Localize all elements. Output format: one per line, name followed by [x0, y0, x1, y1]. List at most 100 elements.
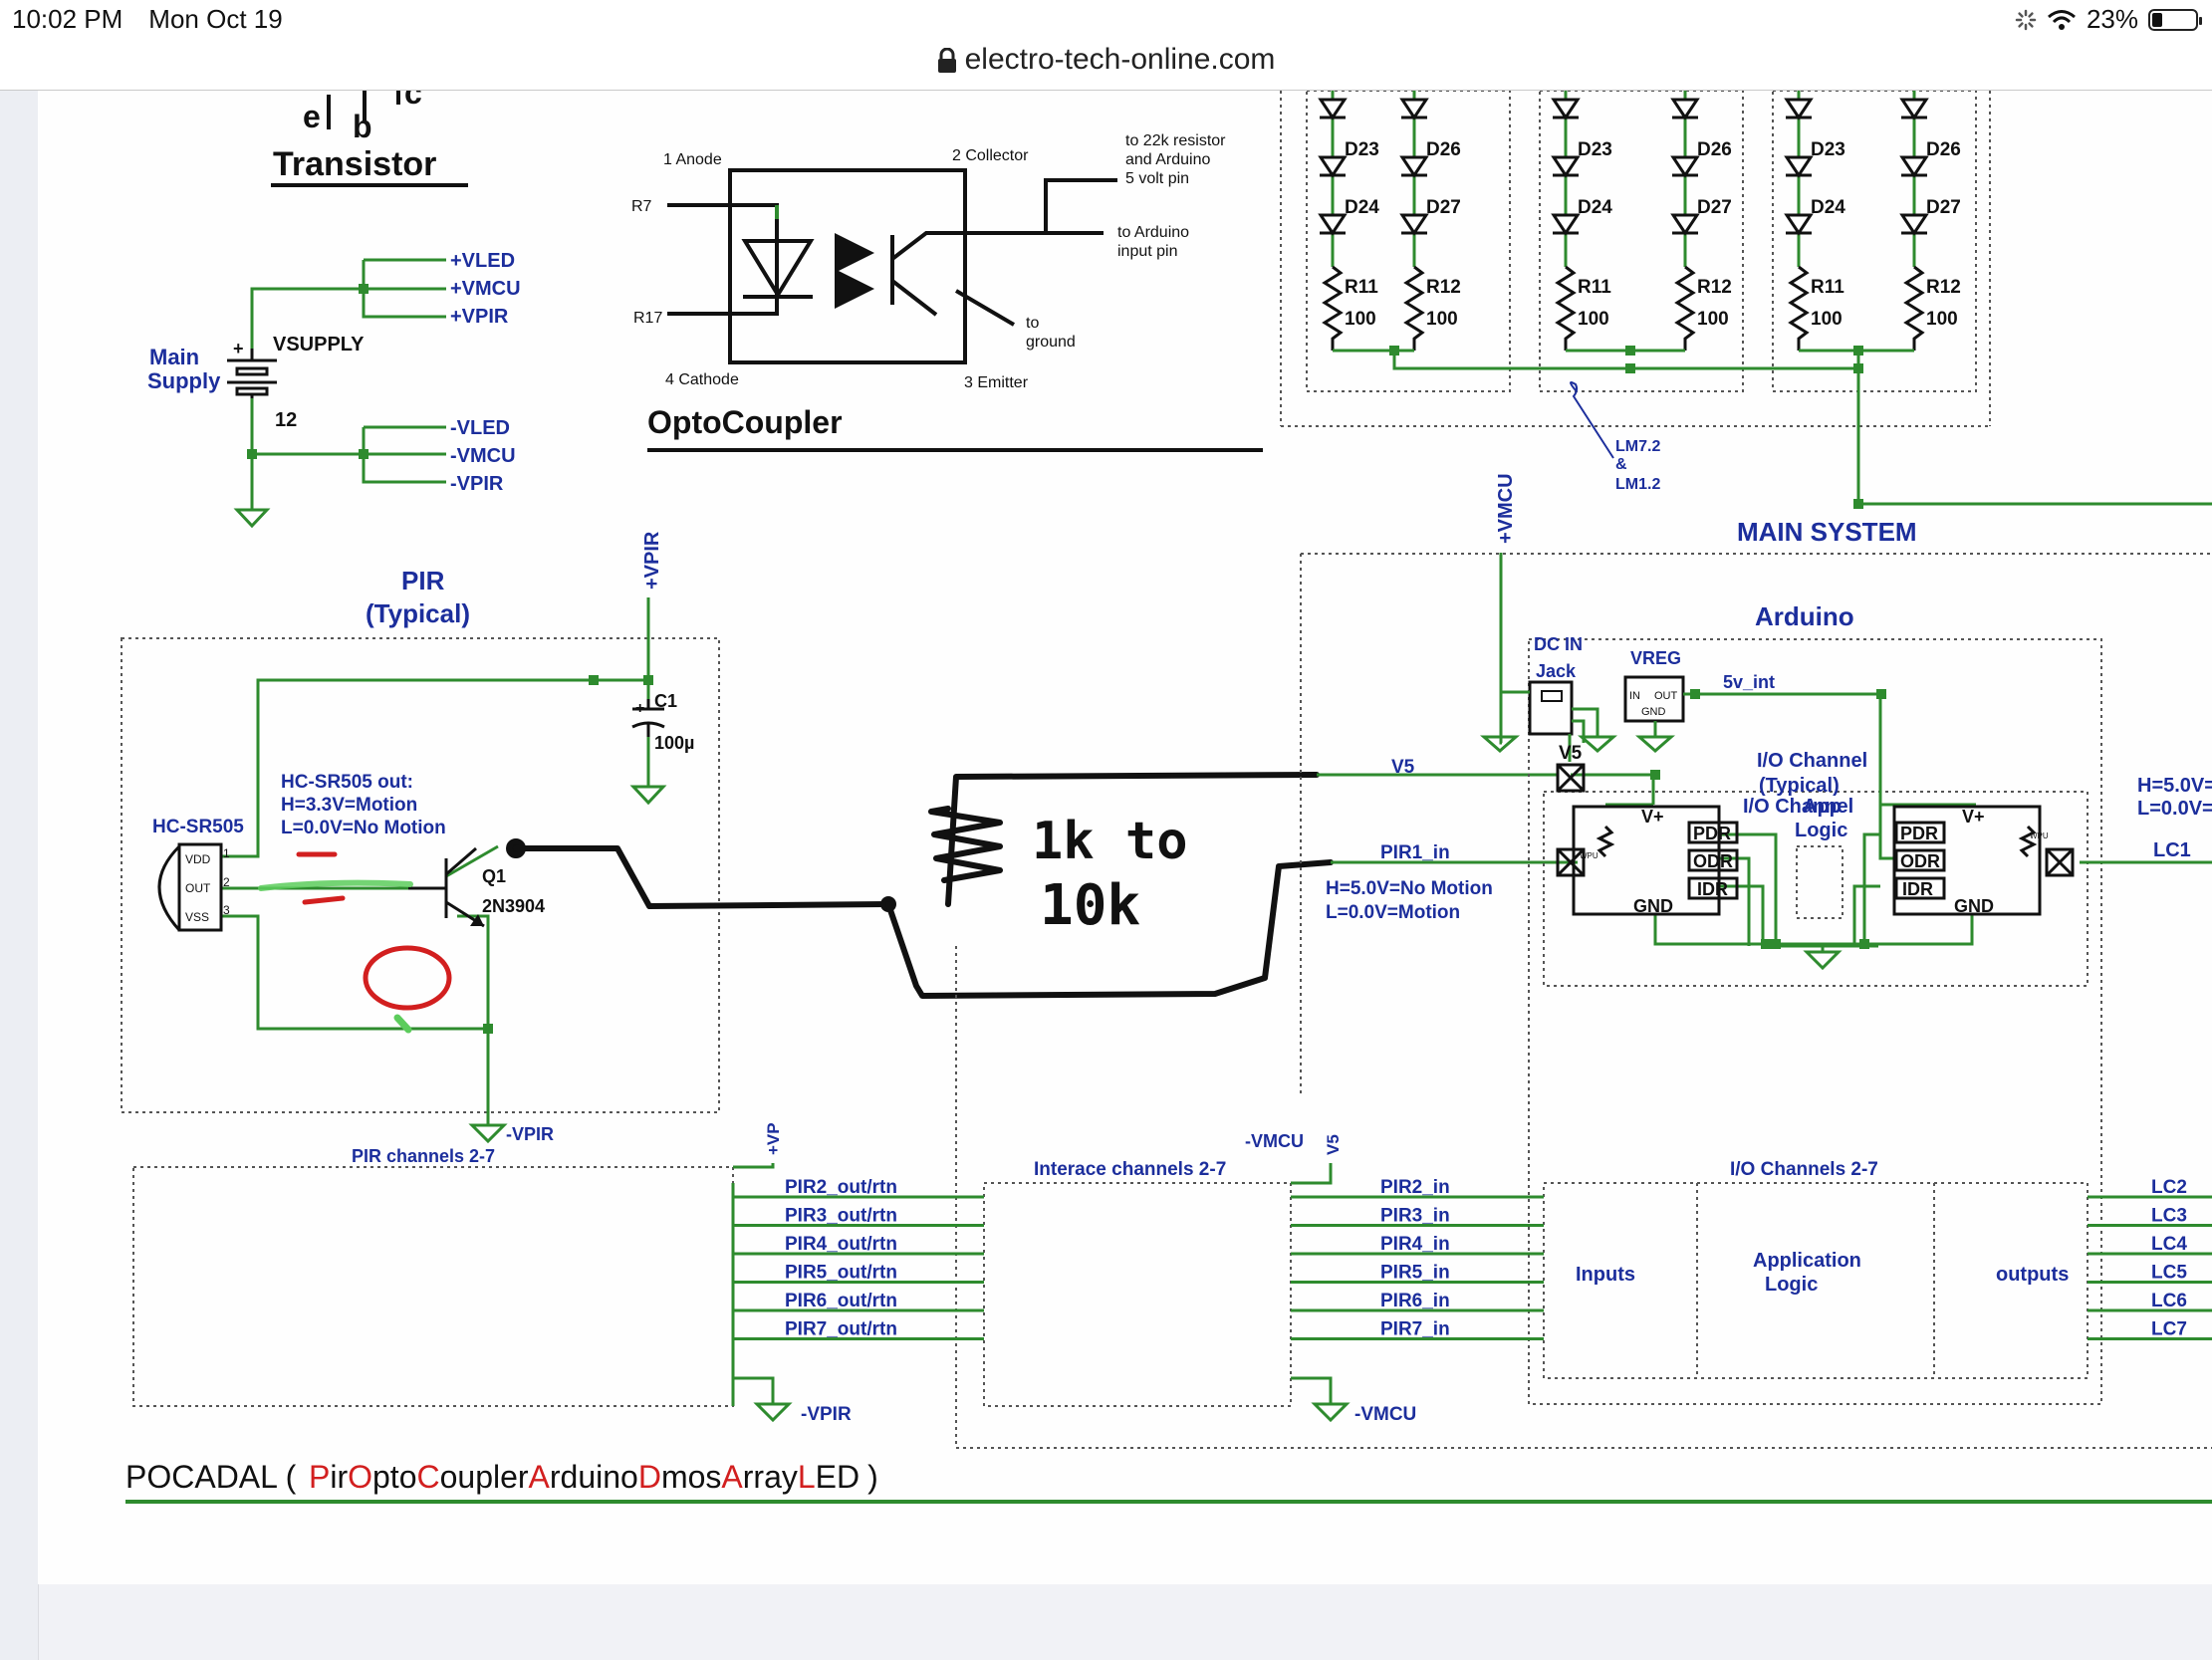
vreg-in: IN — [1629, 690, 1640, 702]
diode-icon — [1784, 213, 1814, 236]
opto-note2-b: input pin — [1117, 243, 1178, 260]
diode-icon — [1670, 213, 1700, 236]
diode-icon — [1318, 155, 1348, 178]
resistor-label: R11 — [1811, 277, 1844, 298]
resistor-icon — [1403, 265, 1425, 351]
pir-out-label: PIR2_out/rtn — [785, 1177, 897, 1198]
rail-vpir-pos: +VPIR — [450, 306, 509, 328]
vp-label: +VP — [764, 1122, 783, 1155]
opto-anode: 1 Anode — [663, 151, 722, 168]
lc-label: LC6 — [2151, 1291, 2187, 1311]
diode-icon — [1399, 155, 1429, 178]
q1-label: Q1 — [482, 866, 506, 886]
diode-label: D26 — [1697, 139, 1732, 160]
diode-icon — [1318, 98, 1348, 120]
rail-vled-neg: -VLED — [450, 417, 510, 439]
emitter-letter: e — [303, 99, 321, 134]
c1-label: C1 — [654, 691, 677, 711]
pir1-in: PIR1_in — [1380, 842, 1450, 863]
clock-time: 10:02 PM — [12, 4, 123, 34]
sensor-name: HC-SR505 — [152, 817, 244, 837]
address-bar[interactable]: electro-tech-online.com — [0, 40, 2212, 91]
vreg-out: OUT — [1654, 690, 1678, 702]
diode-icon — [1318, 213, 1348, 236]
diode-icon — [1551, 98, 1581, 120]
supply-label-1: Main — [149, 345, 199, 369]
v5int-label: 5v_int — [1723, 672, 1775, 692]
arduino-section: Arduino DC IN Jack VREG IN OUT GND — [1480, 601, 2212, 1405]
resistor-icon — [1788, 265, 1810, 351]
gnd-b: GND — [1954, 896, 1994, 916]
diode-icon — [1670, 98, 1700, 120]
supply-label-2: Supply — [147, 368, 221, 393]
page-margin — [0, 91, 39, 1660]
resistor-value: 100 — [1426, 309, 1458, 330]
pir-in-label: PIR5_in — [1380, 1263, 1450, 1284]
opto-emitter: 3 Emitter — [964, 374, 1029, 391]
pir-in-label: PIR4_in — [1380, 1234, 1450, 1255]
reg-pdr-b: PDR — [1900, 824, 1938, 843]
base-letter: b — [353, 109, 372, 144]
footer-acronym-part: L — [798, 1459, 816, 1495]
interface-channels: Interace channels 2-7 — [1034, 1159, 1226, 1180]
reg-odr-a: ODR — [1693, 851, 1733, 871]
lc-label: LC2 — [2151, 1177, 2187, 1198]
opto-note1-a: to 22k resistor — [1125, 132, 1226, 149]
vreg-gnd: GND — [1641, 706, 1666, 718]
logic-note-1: H=5.0V=No Motion — [1326, 878, 1493, 899]
footer-acronym: PirOptoCouplerArduinoDmosArrayLED) — [309, 1459, 878, 1495]
io-channels-title: I/O Channels 2-7 — [1730, 1159, 1878, 1180]
rail-vpir-neg: -VPIR — [450, 473, 504, 495]
lm-note-2: & — [1615, 456, 1627, 473]
gnd-a: GND — [1633, 896, 1673, 916]
main-supply — [250, 258, 446, 510]
footer-acronym-part: C — [416, 1459, 439, 1495]
dc-in-1: DC IN — [1534, 634, 1583, 654]
pir-out-label: PIR4_out/rtn — [785, 1234, 897, 1255]
footer-acronym-part: D — [638, 1459, 661, 1495]
resistor-label: R12 — [1697, 277, 1732, 298]
transistor-legend: e b c Transistor — [271, 91, 468, 187]
arduino-title: Arduino — [1755, 601, 1854, 631]
diode-label: D24 — [1578, 197, 1612, 218]
lc-label: LC5 — [2151, 1263, 2187, 1284]
pin-out: OUT — [185, 881, 211, 895]
diode-icon — [1551, 213, 1581, 236]
app-logic-lower-2: Logic — [1765, 1274, 1818, 1296]
diode-icon — [1784, 98, 1814, 120]
v5-lower: V5 — [1324, 1134, 1343, 1155]
footer-acronym-part: ir — [330, 1459, 348, 1495]
lm-note-3: LM1.2 — [1615, 476, 1660, 493]
footer-acronym-part: rduino — [550, 1459, 638, 1495]
diode-label: D27 — [1697, 197, 1732, 218]
pin-vdd: VDD — [185, 852, 211, 866]
vmcu-neg-label: -VMCU — [1245, 1131, 1304, 1151]
resistor-value: 100 — [1345, 309, 1376, 330]
diode-icon — [1899, 213, 1929, 236]
opto-note3-b: ground — [1026, 334, 1076, 351]
diode-icon — [1784, 155, 1814, 178]
loading-spinner-icon — [2015, 9, 2037, 30]
diode-icon — [1670, 155, 1700, 178]
footer-title: POCADAL ( PirOptoCouplerArduinoDmosArray… — [125, 1459, 2212, 1504]
diode-label: D24 — [1811, 197, 1845, 218]
diode-label: D23 — [1578, 139, 1612, 160]
vreg-label: VREG — [1630, 648, 1681, 668]
diode-icon — [1899, 155, 1929, 178]
pin-vss: VSS — [185, 910, 209, 924]
footer-acronym-part: A — [529, 1459, 551, 1495]
resistor-label: R11 — [1578, 277, 1611, 298]
pir-in-label: PIR7_in — [1380, 1319, 1450, 1340]
footer-acronym-part: P — [309, 1459, 330, 1495]
opto-r7: R7 — [631, 198, 652, 215]
pir-section: PIR (Typical) +VPIR C1 + 100µ HC-SR505 V… — [121, 531, 720, 1166]
hl-note-2: L=0.0V= — [2137, 798, 2212, 820]
out-note-1: HC-SR505 out: — [281, 772, 413, 793]
battery-icon — [2148, 8, 2202, 31]
clock-date: Mon Oct 19 — [148, 4, 283, 34]
hand-annotations — [258, 851, 452, 1034]
resistor-value: 100 — [1578, 309, 1609, 330]
wpu-b: WPU — [2030, 831, 2049, 840]
diode-icon — [1399, 98, 1429, 120]
pin-num-1: 1 — [223, 846, 230, 860]
